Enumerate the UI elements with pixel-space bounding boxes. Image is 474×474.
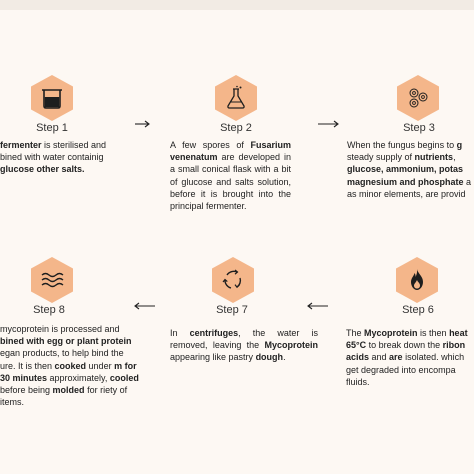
emphasis-text: magnesium and phosphate — [347, 176, 464, 187]
description-text: before being — [0, 385, 53, 396]
emphasis-text: glucose, ammonium, potas — [347, 164, 464, 175]
cells-icon — [409, 88, 428, 108]
arrow-step6-to-step7 — [306, 301, 328, 311]
flame-icon — [411, 269, 423, 290]
step-6-description: The Mycoprotein is then heat 65°C to bre… — [346, 327, 474, 388]
emphasis-text: glucose — [0, 164, 35, 175]
step-8-hex — [31, 257, 73, 303]
step-1-hex — [31, 75, 73, 121]
waves-icon — [41, 272, 64, 288]
description-text: egan products, to help bind the ure. It … — [0, 348, 124, 371]
description-text: a as minor elements, are provid — [347, 176, 472, 199]
arrow-step1-to-step2 — [135, 119, 151, 129]
step-2-description: A few spores of Fusarium venenatum are d… — [170, 139, 291, 212]
emphasis-text: bined with egg or plant protein — [0, 336, 132, 347]
step-3-description: When the fungus begins to g steady suppl… — [347, 139, 474, 200]
description-text: When the fungus begins to — [347, 140, 457, 150]
description-text: to break down the — [366, 340, 443, 351]
emphasis-text: fermenter — [0, 140, 42, 150]
description-text: The — [346, 328, 365, 338]
emphasis-text: Mycoprotein — [264, 340, 318, 351]
emphasis-text: ribon — [442, 340, 466, 351]
arrow-step7-to-step8 — [133, 301, 155, 311]
step-1-label: Step 1 — [36, 122, 68, 134]
emphasis-text: are — [389, 352, 403, 363]
centrifuge-icon — [222, 269, 242, 289]
description-text: and — [369, 352, 390, 363]
emphasis-text: Mycoprotein — [364, 328, 418, 338]
emphasis-text: acids — [346, 352, 370, 363]
description-text: bined with water containig — [0, 152, 104, 163]
emphasis-text: nutrients — [414, 152, 454, 163]
emphasis-text: centrifuges — [189, 328, 239, 338]
emphasis-text: Fusarium venenatum — [170, 140, 291, 163]
arrow-step2-to-step3 — [318, 119, 340, 129]
step-2-label: Step 2 — [220, 122, 252, 134]
emphasis-text: other salts. — [36, 164, 85, 175]
step-7-description: In centrifuges, the water is removed, le… — [170, 327, 318, 364]
emphasis-text: cooled — [109, 372, 139, 383]
step-8-label: Step 8 — [33, 304, 65, 316]
description-text: steady supply of — [347, 152, 415, 163]
step-8-description: mycoprotein is processed and bined with … — [0, 323, 140, 408]
description-text: under — [86, 360, 115, 371]
emphasis-text: heat — [449, 328, 468, 338]
description-text: A few spores of — [170, 140, 251, 150]
description-text: are developed in a small conical flask w… — [170, 152, 291, 212]
description-text: is then — [417, 328, 450, 338]
flask-icon — [227, 85, 245, 109]
emphasis-text: dough — [255, 352, 284, 363]
step-1-description: fermenter is sterilised and bined with w… — [0, 139, 123, 176]
emphasis-text: m for 30 minutes — [0, 360, 137, 383]
description-text: for riety of items. — [0, 385, 128, 408]
description-text: is sterilised and — [41, 140, 107, 150]
emphasis-text: g — [456, 140, 463, 150]
emphasis-text: cooked — [54, 360, 87, 371]
description-text: isolated. which get degraded into encomp… — [346, 352, 465, 387]
fermenter-icon — [42, 89, 62, 109]
description-text: mycoprotein is processed and — [0, 324, 120, 334]
top-strip — [0, 0, 474, 10]
step-7-hex — [212, 257, 254, 303]
description-text: In — [170, 328, 190, 338]
emphasis-text: 65°C — [346, 340, 367, 351]
description-text: approximately, — [47, 372, 110, 383]
emphasis-text: molded — [52, 385, 85, 396]
description-text: appearing like pastry — [170, 352, 256, 363]
step-7-label: Step 7 — [216, 304, 248, 316]
step-3-label: Step 3 — [403, 122, 435, 134]
description-text: . — [283, 352, 286, 363]
description-text: , the water is removed, leaving the — [170, 328, 318, 351]
step-6-label: Step 6 — [402, 304, 434, 316]
description-text: , — [453, 152, 456, 163]
step-2-hex — [215, 75, 257, 121]
step-6-hex — [396, 257, 438, 303]
step-3-hex — [397, 75, 439, 121]
